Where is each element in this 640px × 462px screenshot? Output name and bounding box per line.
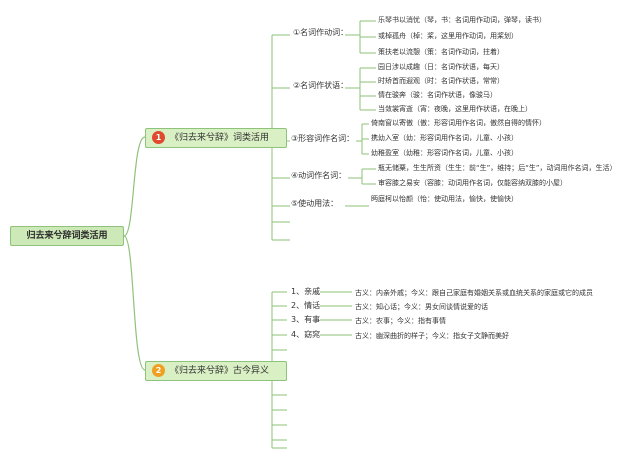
sub-causative-usage[interactable]: ⑤使动用法： xyxy=(291,199,339,208)
sub-noun-as-adverbial[interactable]: ②名词作状语： xyxy=(293,81,349,90)
item-youshi[interactable]: 3、有事 xyxy=(291,315,321,324)
leaf-example[interactable]: 情在骏奔（骏：名词作状语，像骏马） xyxy=(378,91,497,99)
leaf-example[interactable]: 乐琴书以消忧（琴，书：名词用作动词，弹琴，读书） xyxy=(378,16,546,24)
sub-noun-as-verb[interactable]: ①名词作动词： xyxy=(293,28,349,37)
leaf-example[interactable]: 幼稚盈室（幼稚：形容词作名词，儿童、小孩） xyxy=(371,149,518,157)
root-to-branch1 xyxy=(123,136,146,237)
root-to-branch2 xyxy=(123,235,146,371)
branch-label: 《归去来兮辞》古今异义 xyxy=(170,366,270,376)
branch-number-badge: 1 xyxy=(152,131,165,144)
branch-label: 《归去来兮辞》词类活用 xyxy=(170,133,270,143)
leaf-example[interactable]: 眄庭柯以怡颜（怡：使动用法，愉快，使愉快） xyxy=(371,195,518,203)
item-yaotiao[interactable]: 4、窈窕 xyxy=(291,330,321,339)
item-qinghua[interactable]: 2、情话 xyxy=(291,301,321,310)
leaf-example[interactable]: 时矫首而遐观（时：名词作状语，常常） xyxy=(378,77,504,85)
meaning-text[interactable]: 古义：农事；今义：指有事情 xyxy=(355,317,446,325)
leaf-example[interactable]: 策扶老以流憩（策：名词作动词，拄着） xyxy=(378,48,504,56)
branch-word-usage[interactable]: 1 《归去来兮辞》词类活用 xyxy=(145,128,287,148)
leaf-example[interactable]: 或棹孤舟（棹：桨，这里用作动词，用桨划） xyxy=(378,32,518,40)
meaning-text[interactable]: 古义：内亲外戚；今义：跟自己家庭有婚姻关系或血统关系的家庭或它的成员 xyxy=(355,289,593,297)
leaf-example[interactable]: 审容膝之易安（容膝：动词用作名词，仅能容纳双膝的小屋） xyxy=(378,179,567,187)
meaning-text[interactable]: 古义：知心话；今义：男女间谈情说爱的话 xyxy=(355,303,488,311)
leaf-example[interactable]: 瓶无储粟，生生所资（生生：前“生”，维持；后“生”，动词用作名词，生活） xyxy=(378,164,617,172)
sub-adjective-as-noun[interactable]: ③形容词作名词： xyxy=(291,134,355,143)
branch-number-badge: 2 xyxy=(152,364,165,377)
leaf-example[interactable]: 携幼入室（幼：形容词用作名词，儿童、小孩） xyxy=(371,134,518,142)
branch-ancient-modern-meaning[interactable]: 2 《归去来兮辞》古今异义 xyxy=(145,361,287,381)
leaf-example[interactable]: 倚南窗以寄傲（傲：形容词用作名词，傲然自得的情怀） xyxy=(371,119,546,127)
meaning-text[interactable]: 古义：幽深曲折的样子；今义：指女子文静而美好 xyxy=(355,332,509,340)
root-node[interactable]: 归去来兮辞词类活用 xyxy=(10,226,124,246)
leaf-example[interactable]: 当敛裳宵逝（宵：夜晚，这里用作状语，在晚上） xyxy=(378,105,532,113)
item-qinqi[interactable]: 1、亲戚 xyxy=(291,287,321,296)
sub-verb-as-noun[interactable]: ④动词作名词： xyxy=(291,171,347,180)
leaf-example[interactable]: 园日涉以成趣（日：名词作状语，每天） xyxy=(378,63,504,71)
